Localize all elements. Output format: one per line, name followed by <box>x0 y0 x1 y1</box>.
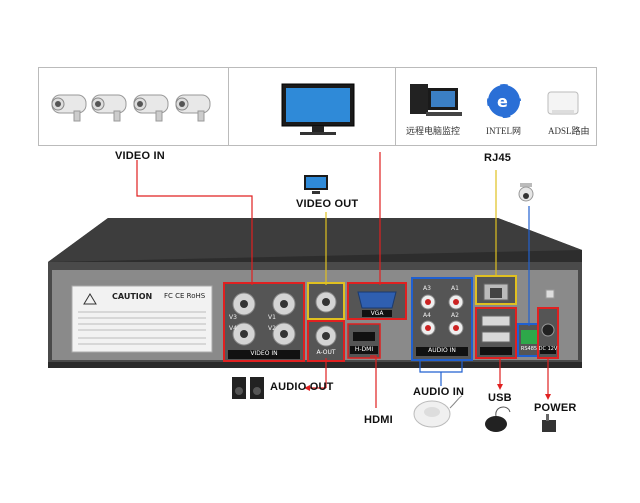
connector-lines <box>136 152 549 408</box>
audio-label-a2: A2 <box>451 312 459 319</box>
cert-marks: FC CE RoHS <box>164 292 206 300</box>
panel-video-in: VIDEO IN <box>250 350 278 357</box>
label-remote-monitor: 远程电脑监控 <box>406 126 461 136</box>
router-icon <box>547 91 579 115</box>
audio-label-a3: A3 <box>423 285 431 292</box>
label-adsl: ADSL路由 <box>548 126 590 136</box>
panel-hdmi: H-DMI <box>354 346 374 353</box>
caution-sticker <box>71 285 213 353</box>
label-video-in: VIDEO IN <box>115 150 165 162</box>
panel-rs485: RS485 <box>520 346 538 352</box>
internet-globe-icon: e <box>486 83 522 119</box>
audio-in-port-group <box>411 277 473 361</box>
label-audio-out: AUDIO OUT <box>270 381 334 393</box>
bnc-label-v3: V3 <box>229 314 237 321</box>
label-video-out: VIDEO OUT <box>296 198 359 210</box>
svg-text:e: e <box>497 92 508 111</box>
audio-label-a1: A1 <box>451 285 459 292</box>
bnc-label-v4: V4 <box>229 325 237 332</box>
camera-icons <box>51 94 211 122</box>
ptz-camera-icon <box>518 183 534 202</box>
bnc-label-v2: V2 <box>268 325 276 332</box>
microphone-icon <box>413 395 463 428</box>
frame-divider-2 <box>395 67 396 145</box>
computer-icon <box>410 84 462 116</box>
audio-label-a4: A4 <box>423 312 431 319</box>
power-adapter-icon <box>542 414 556 432</box>
monitor-icon <box>281 83 355 135</box>
label-power: POWER <box>534 402 577 414</box>
panel-dc12v: DC 12V <box>538 346 558 352</box>
label-audio-in: AUDIO IN <box>413 386 465 398</box>
label-usb: USB <box>488 392 512 404</box>
label-intel: INTEL网 <box>486 126 521 136</box>
panel-audio-in: AUDIO IN <box>428 347 456 354</box>
label-hdmi: HDMI <box>364 414 393 426</box>
bnc-label-v1: V1 <box>268 314 276 321</box>
panel-vga: VGA <box>370 310 384 317</box>
speaker-icon <box>232 377 264 399</box>
frame-divider-1 <box>228 67 229 145</box>
caution-title: CAUTION <box>112 292 153 301</box>
panel-a-out: A-OUT <box>316 349 336 356</box>
mouse-icon <box>485 406 511 432</box>
label-rj45: RJ45 <box>484 152 512 164</box>
small-monitor-icon <box>304 175 328 194</box>
